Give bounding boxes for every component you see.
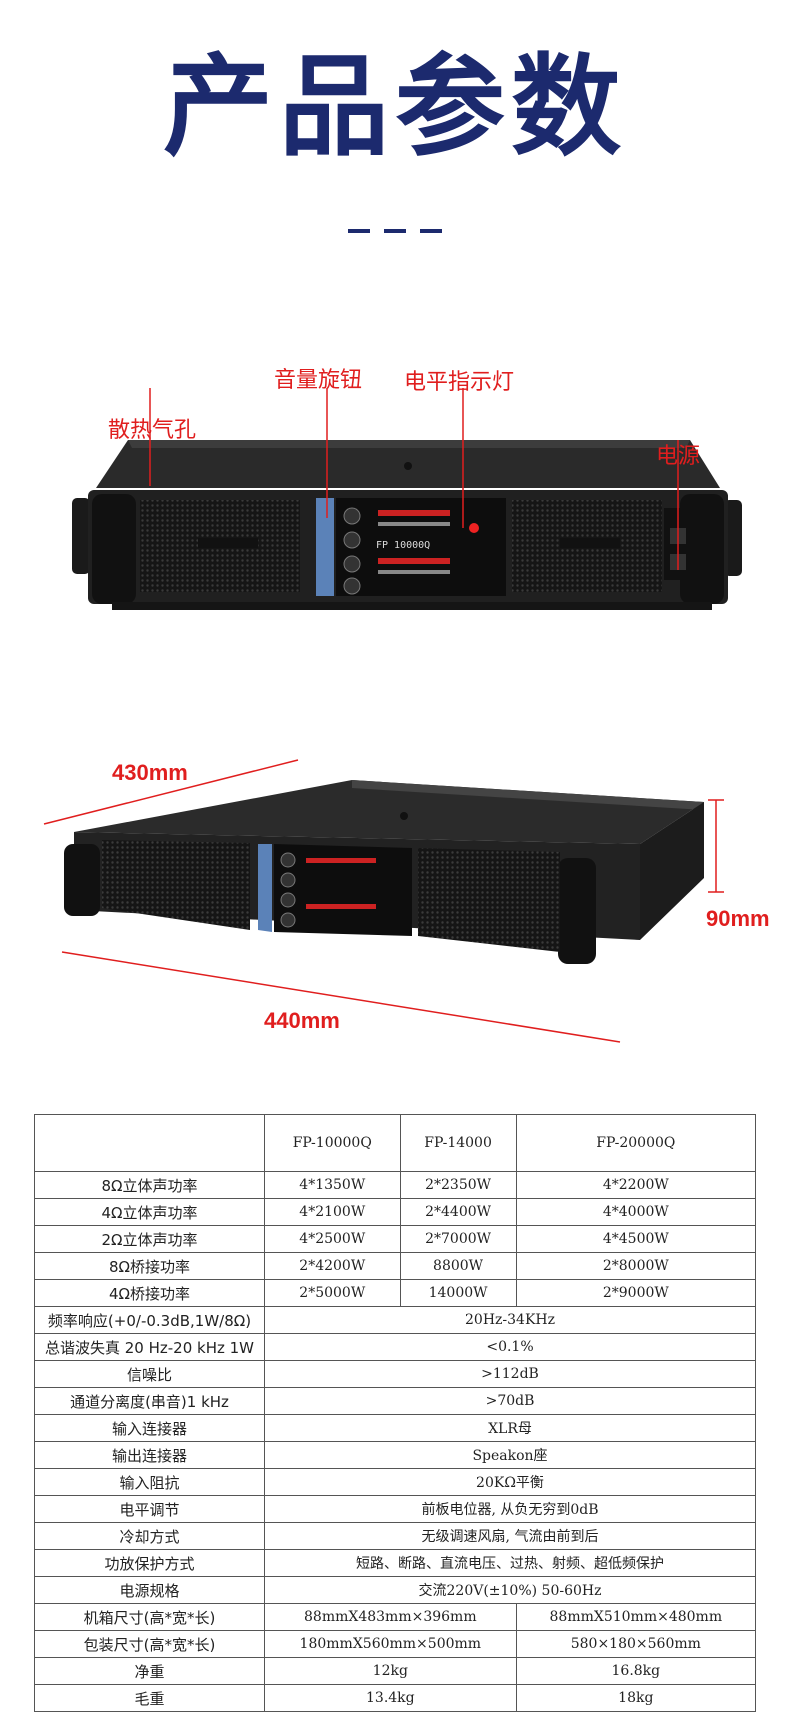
- row-label: 2Ω立体声功率: [34, 1225, 265, 1253]
- table-row: 电源规格交流220V(±10%) 50-60Hz: [34, 1576, 756, 1604]
- value-cell: 4*2100W: [264, 1198, 401, 1226]
- table-row: 功放保护方式短路、断路、直流电压、过热、射频、超低频保护: [34, 1549, 756, 1577]
- row-label: 通道分离度(串音)1 kHz: [34, 1387, 265, 1415]
- amplifier-front-image: FP 10000Q: [72, 388, 742, 610]
- model-header-cell: FP-14000: [399, 1114, 517, 1172]
- value-cell: 4*4500W: [515, 1225, 757, 1253]
- row-label: 输出连接器: [34, 1441, 265, 1469]
- value-cell: 14000W: [399, 1279, 517, 1307]
- value-cell: 18kg: [515, 1684, 757, 1712]
- dimension-width: 440mm: [264, 1008, 340, 1033]
- value-cell: 无级调速风扇, 气流由前到后: [264, 1522, 756, 1550]
- value-cell: 短路、断路、直流电压、过热、射频、超低频保护: [264, 1549, 756, 1577]
- value-cell: 16.8kg: [515, 1657, 757, 1685]
- amplifier-perspective-image: [43, 759, 724, 1043]
- value-cell: 12kg: [264, 1657, 517, 1685]
- value-cell: 8800W: [399, 1252, 517, 1280]
- callout-level: 电平指示灯: [404, 370, 515, 395]
- value-cell: >70dB: [264, 1387, 756, 1415]
- row-label: 8Ω立体声功率: [34, 1171, 265, 1199]
- value-cell: XLR母: [264, 1414, 756, 1442]
- value-cell: 180mmX560mm×500mm: [264, 1630, 517, 1658]
- dimension-depth: 430mm: [112, 760, 188, 785]
- row-label: 4Ω桥接功率: [34, 1279, 265, 1307]
- value-cell: 20Hz-34KHz: [264, 1306, 756, 1334]
- callout-power: 电源: [656, 444, 701, 469]
- table-row: 电平调节前板电位器, 从负无穷到0dB: [34, 1495, 756, 1523]
- value-cell: 13.4kg: [264, 1684, 517, 1712]
- value-cell: 前板电位器, 从负无穷到0dB: [264, 1495, 756, 1523]
- callout-knob: 音量旋钮: [274, 368, 363, 393]
- value-cell: 88mmX483mm×396mm: [264, 1603, 517, 1631]
- value-cell: 2*9000W: [515, 1279, 757, 1307]
- value-cell: 4*2500W: [264, 1225, 401, 1253]
- table-row: 频率响应(+0/-0.3dB,1W/8Ω)20Hz-34KHz: [34, 1306, 756, 1334]
- row-label: 电源规格: [34, 1576, 265, 1604]
- row-label: 输入阻抗: [34, 1468, 265, 1496]
- row-label: 电平调节: [34, 1495, 265, 1523]
- model-header-cell: FP-20000Q: [515, 1114, 757, 1172]
- value-cell: 4*4000W: [515, 1198, 757, 1226]
- row-label: 输入连接器: [34, 1414, 265, 1442]
- model-label: FP 10000Q: [376, 540, 430, 551]
- dimension-height: 90mm: [706, 906, 770, 931]
- header-blank-cell: [34, 1114, 265, 1172]
- title-divider: [0, 218, 790, 237]
- value-cell: Speakon座: [264, 1441, 756, 1469]
- row-label: 总谐波失真 20 Hz-20 kHz 1W: [34, 1333, 265, 1361]
- value-cell: 20KΩ平衡: [264, 1468, 756, 1496]
- row-label: 8Ω桥接功率: [34, 1252, 265, 1280]
- value-cell: 交流220V(±10%) 50-60Hz: [264, 1576, 756, 1604]
- row-label: 冷却方式: [34, 1522, 265, 1550]
- row-label: 包装尺寸(高*宽*长): [34, 1630, 265, 1658]
- value-cell: 2*7000W: [399, 1225, 517, 1253]
- row-label: 功放保护方式: [34, 1549, 265, 1577]
- row-label: 信噪比: [34, 1360, 265, 1388]
- callout-vents: 散热气孔: [108, 418, 197, 443]
- value-cell: 4*2200W: [515, 1171, 757, 1199]
- row-label: 机箱尺寸(高*宽*长): [34, 1603, 265, 1631]
- value-cell: 580×180×560mm: [515, 1630, 757, 1658]
- model-header-cell: FP-10000Q: [264, 1114, 401, 1172]
- value-cell: 2*2350W: [399, 1171, 517, 1199]
- row-label: 毛重: [34, 1684, 265, 1712]
- value-cell: 2*4400W: [399, 1198, 517, 1226]
- value-cell: 2*4200W: [264, 1252, 401, 1280]
- row-label: 频率响应(+0/-0.3dB,1W/8Ω): [34, 1306, 265, 1334]
- page-title: 产品参数: [163, 43, 627, 171]
- table-row: 信噪比>112dB: [34, 1360, 756, 1388]
- table-row: 总谐波失真 20 Hz-20 kHz 1W<0.1%: [34, 1333, 756, 1361]
- table-row: 冷却方式无级调速风扇, 气流由前到后: [34, 1522, 756, 1550]
- row-label: 净重: [34, 1657, 265, 1685]
- value-cell: 88mmX510mm×480mm: [515, 1603, 757, 1631]
- table-row: 通道分离度(串音)1 kHz>70dB: [34, 1387, 756, 1415]
- value-cell: 4*1350W: [264, 1171, 401, 1199]
- value-cell: 2*5000W: [264, 1279, 401, 1307]
- value-cell: <0.1%: [264, 1333, 756, 1361]
- value-cell: >112dB: [264, 1360, 756, 1388]
- value-cell: 2*8000W: [515, 1252, 757, 1280]
- row-label: 4Ω立体声功率: [34, 1198, 265, 1226]
